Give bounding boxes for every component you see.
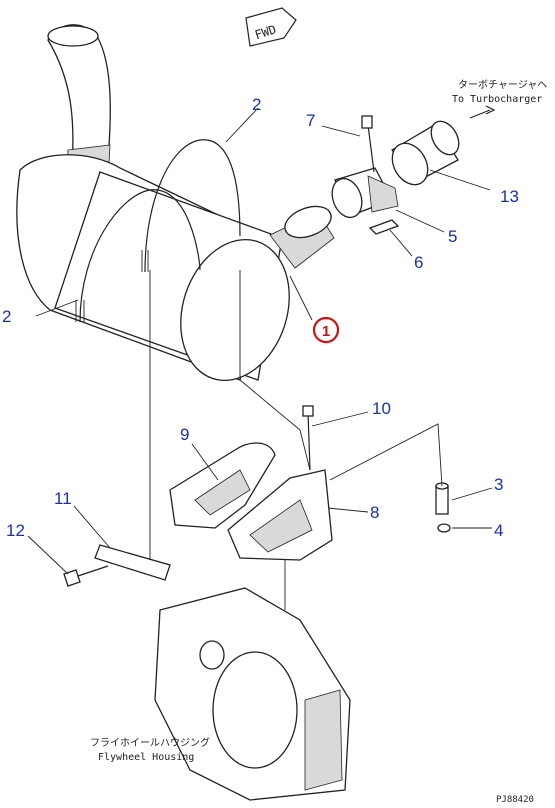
reference-lines <box>27 107 493 610</box>
flywheel-housing <box>154 587 351 801</box>
muffler-body <box>16 154 335 381</box>
callout-2-top: 2 <box>252 95 261 114</box>
callout-6: 6 <box>414 253 423 272</box>
clamp-connector <box>331 115 399 219</box>
callout-12: 12 <box>6 521 25 540</box>
flywheel-note-en: Flywheel Housing <box>98 752 194 763</box>
nut <box>437 523 451 533</box>
callout-2-left: 2 <box>2 307 11 326</box>
circled-callout-1: 1 <box>312 316 340 344</box>
circled-label: 1 <box>322 323 330 340</box>
bracket-9 <box>169 442 276 529</box>
fwd-label: FWD <box>253 22 278 42</box>
u-bolt-left <box>75 189 201 323</box>
callout-11: 11 <box>54 489 72 508</box>
callout-5: 5 <box>448 227 457 246</box>
plate-11 <box>94 544 171 581</box>
turbo-note-en: To Turbocharger <box>452 94 542 105</box>
flywheel-note-jp: フライホイールハウジング <box>90 736 210 749</box>
forward-arrow-icon: FWD <box>245 7 297 47</box>
callout-3: 3 <box>494 475 503 494</box>
callout-13: 13 <box>500 187 519 206</box>
bracket-8 <box>227 405 333 561</box>
turbo-note-jp: ターボチャージャヘ <box>458 79 547 91</box>
callout-7: 7 <box>306 111 315 130</box>
callout-8: 8 <box>370 503 379 522</box>
u-bolt-right <box>141 139 241 273</box>
drawing-code: PJ88420 <box>496 795 534 805</box>
bolt-12 <box>63 565 109 587</box>
callout-10: 10 <box>372 399 391 418</box>
callout-4: 4 <box>494 521 503 540</box>
callout-9: 9 <box>180 425 189 444</box>
spacer <box>435 482 449 515</box>
clamp-plate <box>368 219 400 235</box>
bellows-pipe <box>391 105 496 186</box>
